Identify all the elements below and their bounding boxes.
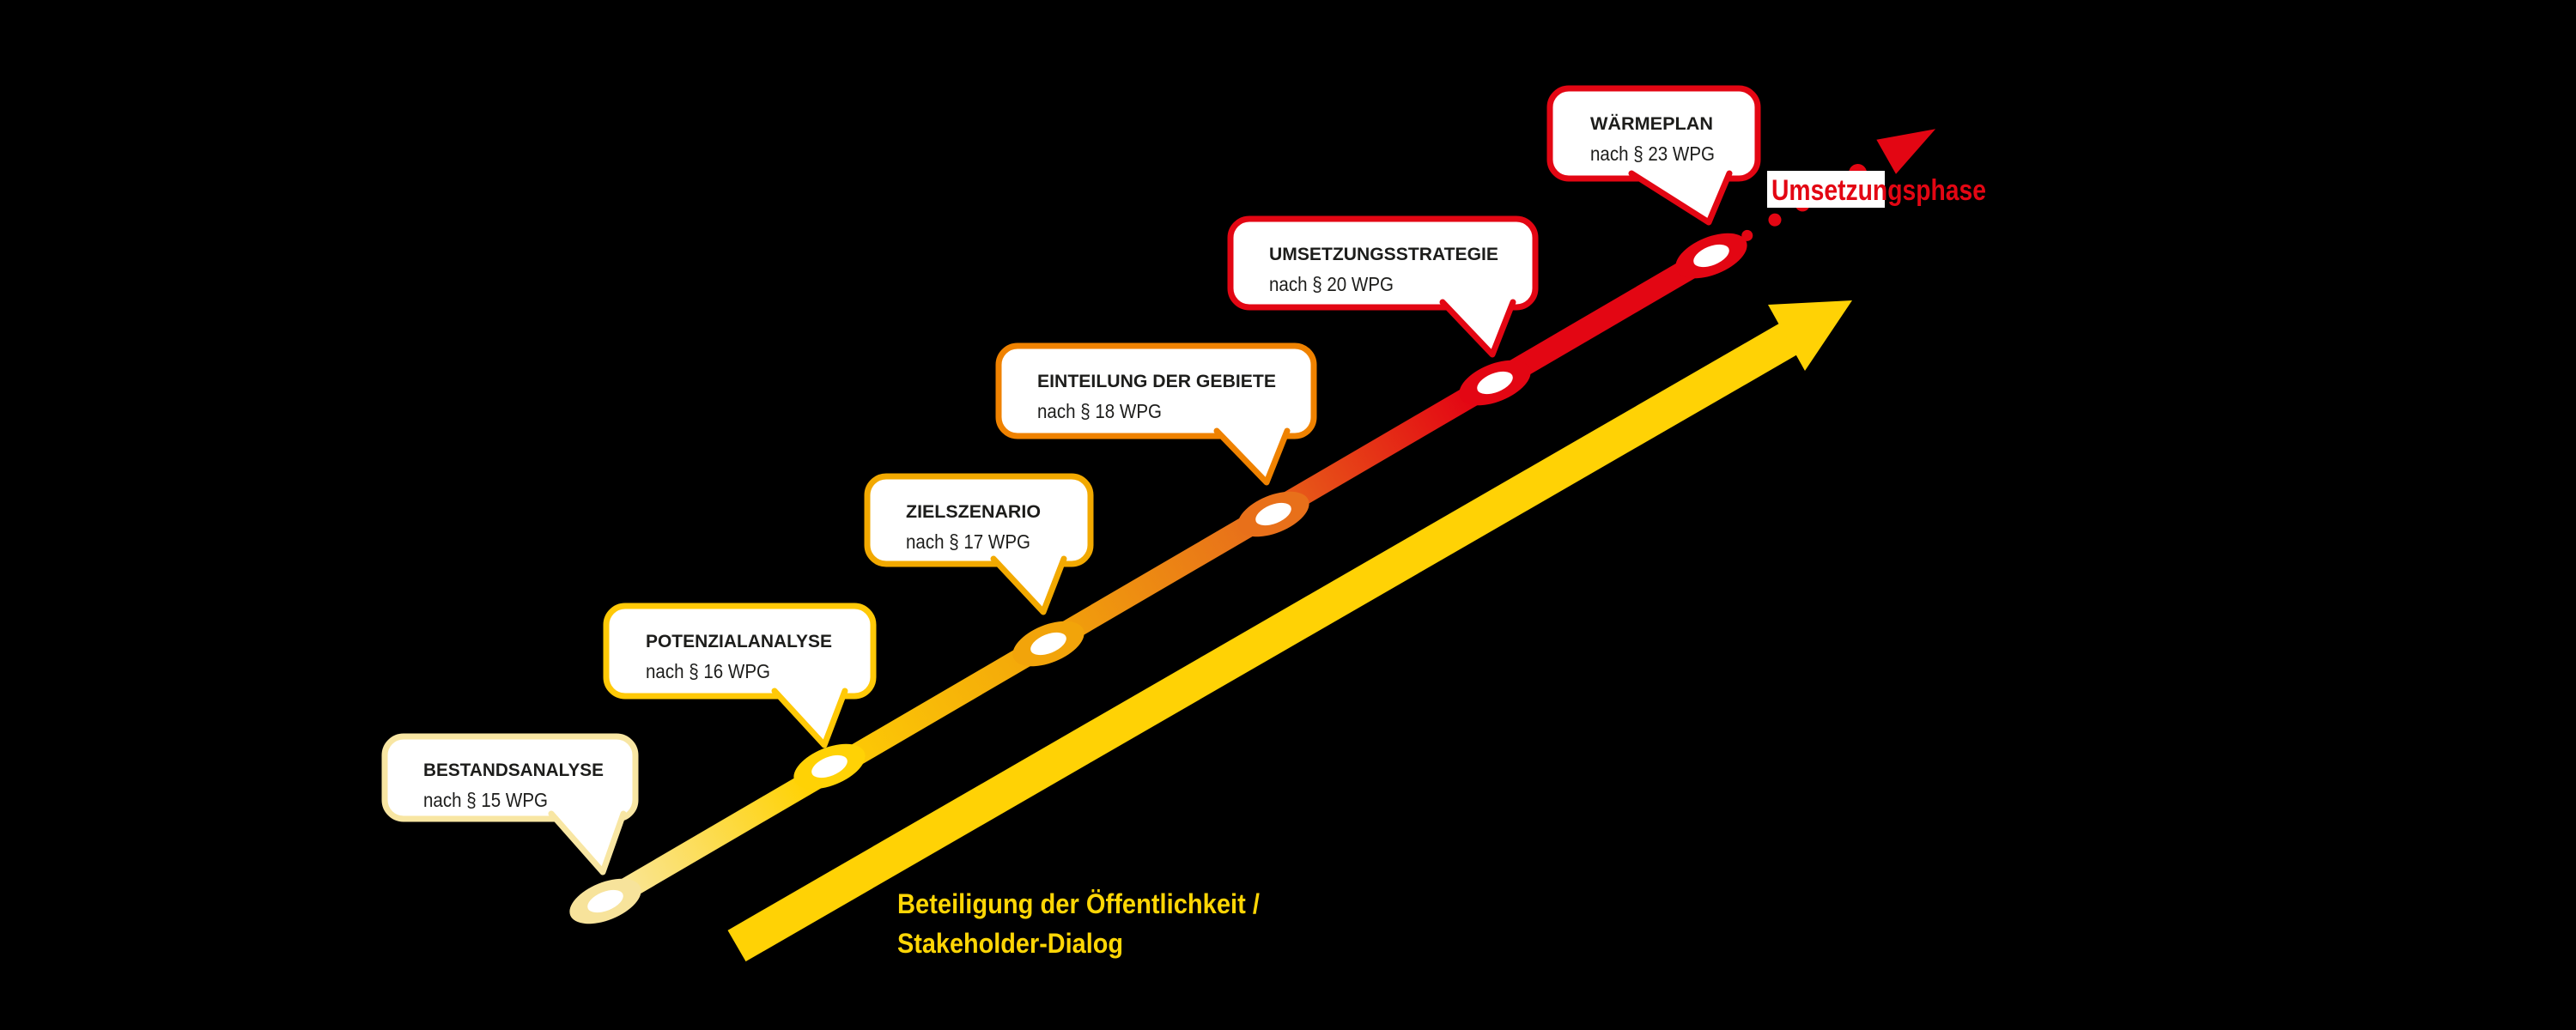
milestone-dot-umsetzungsstrategie [1459,360,1531,406]
callout-title: ZIELSZENARIO [906,502,1041,522]
milestone-dot-bestandsanalyse [569,878,641,924]
callout-subtitle: nach § 18 WPG [1037,400,1162,422]
callout-tail [1439,299,1516,358]
participation-label: Beteiligung der Öffentlichkeit / Stakeho… [897,888,1260,959]
milestone-dot-center [1693,244,1729,268]
process-line-bar [599,245,1718,912]
callout-waermeplan: WÄRMEPLAN nach § 23 WPG [1546,85,1761,226]
callout-bubble [603,603,877,700]
callout-title: EINTEILUNG DER GEBIETE [1037,372,1276,391]
callout-subtitle: nach § 17 WPG [906,530,1030,553]
callout-subtitle: nach § 20 WPG [1269,273,1394,295]
implementation-phase-arrow-head [1876,129,1936,174]
callout-tail [1213,427,1291,486]
callout-bubble [381,733,639,822]
participation-label-line2: Stakeholder-Dialog [897,928,1123,959]
callout-bubble [864,473,1094,567]
callout-bubble [995,342,1317,439]
callout-bubble [1227,215,1539,311]
milestone-dot-center [811,754,848,779]
milestone-dot-zielszenario [1012,621,1084,667]
implementation-phase-label-text: Umsetzungsphase [1771,174,1986,207]
participation-arrow [727,300,1852,962]
milestone-dot-einteilung-der-gebiete [1237,491,1309,537]
dotted-line-dot [1741,229,1753,241]
participation-arrow-shaft [727,320,1802,962]
callout-bestandsanalyse: BESTANDSANALYSE nach § 15 WPG [381,733,639,876]
callout-tail [1628,170,1733,226]
callout-title: WÄRMEPLAN [1590,114,1713,134]
callout-title: UMSETZUNGSSTRATEGIE [1269,245,1498,264]
callout-zielszenario: ZIELSZENARIO nach § 17 WPG [864,473,1094,615]
callout-tail [990,555,1067,615]
callout-title: POTENZIALANALYSE [646,632,832,651]
callout-tail [771,688,848,748]
participation-label-line1: Beteiligung der Öffentlichkeit / [897,888,1260,919]
dotted-line-dot [1768,213,1782,227]
process-line [599,245,1718,912]
callout-potenzialanalyse: POTENZIALANALYSE nach § 16 WPG [603,603,877,748]
callout-title: BESTANDSANALYSE [423,760,604,780]
milestone-dot-center [1255,502,1291,526]
milestone-dot-waermeplan [1675,233,1747,279]
milestone-dot-center [1030,632,1066,656]
participation-arrow-head [1768,300,1852,371]
callout-subtitle: nach § 15 WPG [423,789,548,811]
callout-subtitle: nach § 23 WPG [1590,142,1715,165]
milestone-dot-center [1477,371,1513,395]
callout-subtitle: nach § 16 WPG [646,660,770,682]
callout-einteilung-der-gebiete: EINTEILUNG DER GEBIETE nach § 18 WPG [995,342,1317,486]
callout-tail [548,810,627,876]
milestone-dot-center [587,889,623,913]
milestone-dot-potenzialanalyse [793,743,866,790]
implementation-phase-label-bg [1767,171,1885,208]
callout-umsetzungsstrategie: UMSETZUNGSSTRATEGIE nach § 20 WPG [1227,215,1539,358]
implementation-phase-label: Umsetzungsphase [1767,171,1986,208]
